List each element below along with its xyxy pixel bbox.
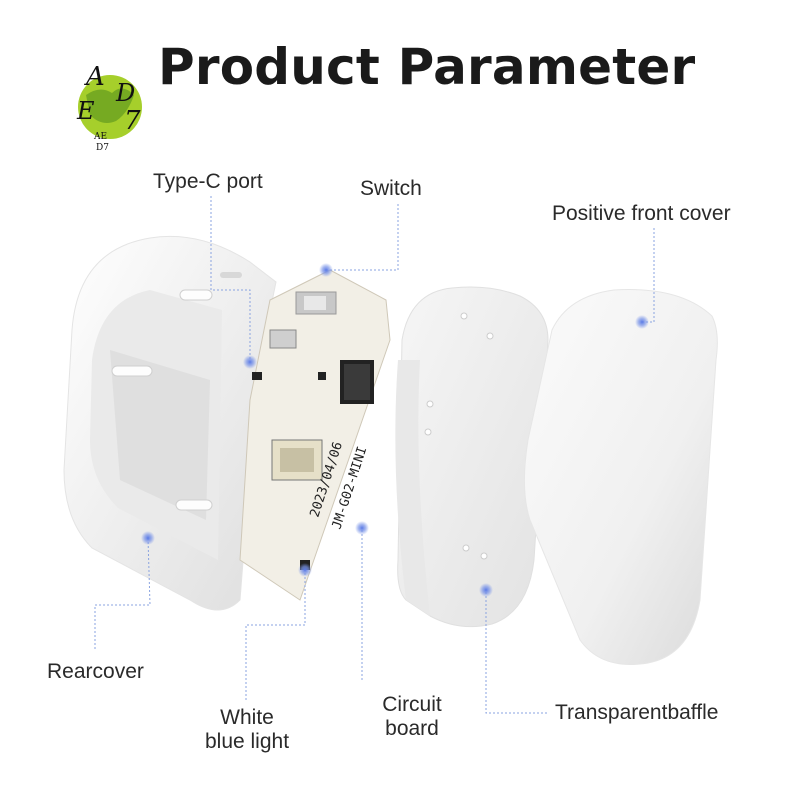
transparent-baffle [395,286,549,628]
label-circuit-board-line2: board [385,717,439,740]
brand-logo: A D E 7 AE D7 [76,62,142,153]
logo-letter-e: E [76,97,95,125]
logo-letter-a: A [84,62,105,92]
label-rearcover: Rearcover [47,660,144,683]
positive-front-cover [523,289,718,665]
rear-cover [63,235,277,611]
front-cover-marker [635,315,649,329]
rearcover-marker [141,531,155,545]
label-circuit-board-line1: Circuit [382,693,442,716]
switch-marker [319,263,333,277]
logo-caption-top: AE [93,132,107,142]
type-c-port-marker [243,355,257,369]
label-circuit-board: Circuit board [372,693,452,741]
label-white-blue-light-line1: White [220,706,274,729]
page-title: Product Parameter [158,38,696,96]
label-transparent-baffle: Transparentbaffle [555,701,719,724]
light-marker [298,563,312,577]
label-white-blue-light-line2: blue light [204,730,290,753]
label-positive-front-cover: Positive front cover [552,202,731,225]
callout-dots [141,263,649,597]
label-white-blue-light: White blue light [192,706,302,754]
logo-caption-bottom: D7 [96,143,109,153]
label-switch: Switch [360,177,422,200]
circuit-board-marker [355,521,369,535]
baffle-marker [479,583,493,597]
logo-letter-7: 7 [124,106,141,136]
label-type-c-port: Type-C port [153,170,263,193]
logo-letter-d: D [115,79,135,107]
